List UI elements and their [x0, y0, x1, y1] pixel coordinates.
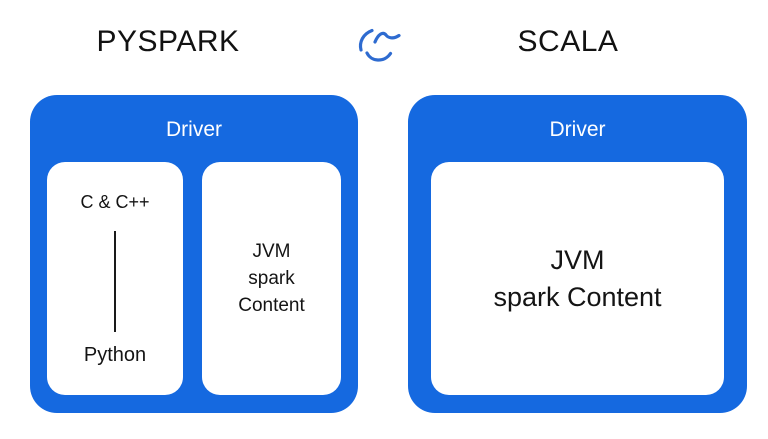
scala-driver-label: Driver: [549, 118, 606, 141]
pyspark-inner-area: C & C++ Python JVM spark Content: [30, 162, 358, 395]
pyspark-jvm-line-3: Content: [238, 295, 305, 316]
scala-jvm-line-1: JVM: [550, 244, 605, 275]
scala-jvm-box: JVM spark Content: [431, 162, 724, 395]
spark-swirl-icon: [358, 28, 401, 62]
pyspark-language-box: C & C++ Python: [47, 162, 183, 395]
pyspark-jvm-line-2: spark: [248, 268, 295, 289]
scala-inner-area: JVM spark Content: [408, 162, 747, 395]
c-cpp-label: C & C++: [80, 192, 150, 212]
pyspark-driver-panel: Driver C & C++ Python JVM spark Content: [30, 95, 358, 413]
pyspark-jvm-line-1: JVM: [252, 241, 291, 262]
pyspark-jvm-box: JVM spark Content: [202, 162, 341, 395]
pyspark-driver-label: Driver: [166, 118, 222, 141]
scala-title: SCALA: [517, 25, 619, 58]
connector-line: [114, 231, 116, 332]
scala-driver-panel: Driver JVM spark Content: [408, 95, 747, 413]
python-label: Python: [83, 344, 147, 366]
pyspark-title: PYSPARK: [96, 25, 240, 58]
scala-jvm-line-2: spark Content: [493, 281, 662, 312]
